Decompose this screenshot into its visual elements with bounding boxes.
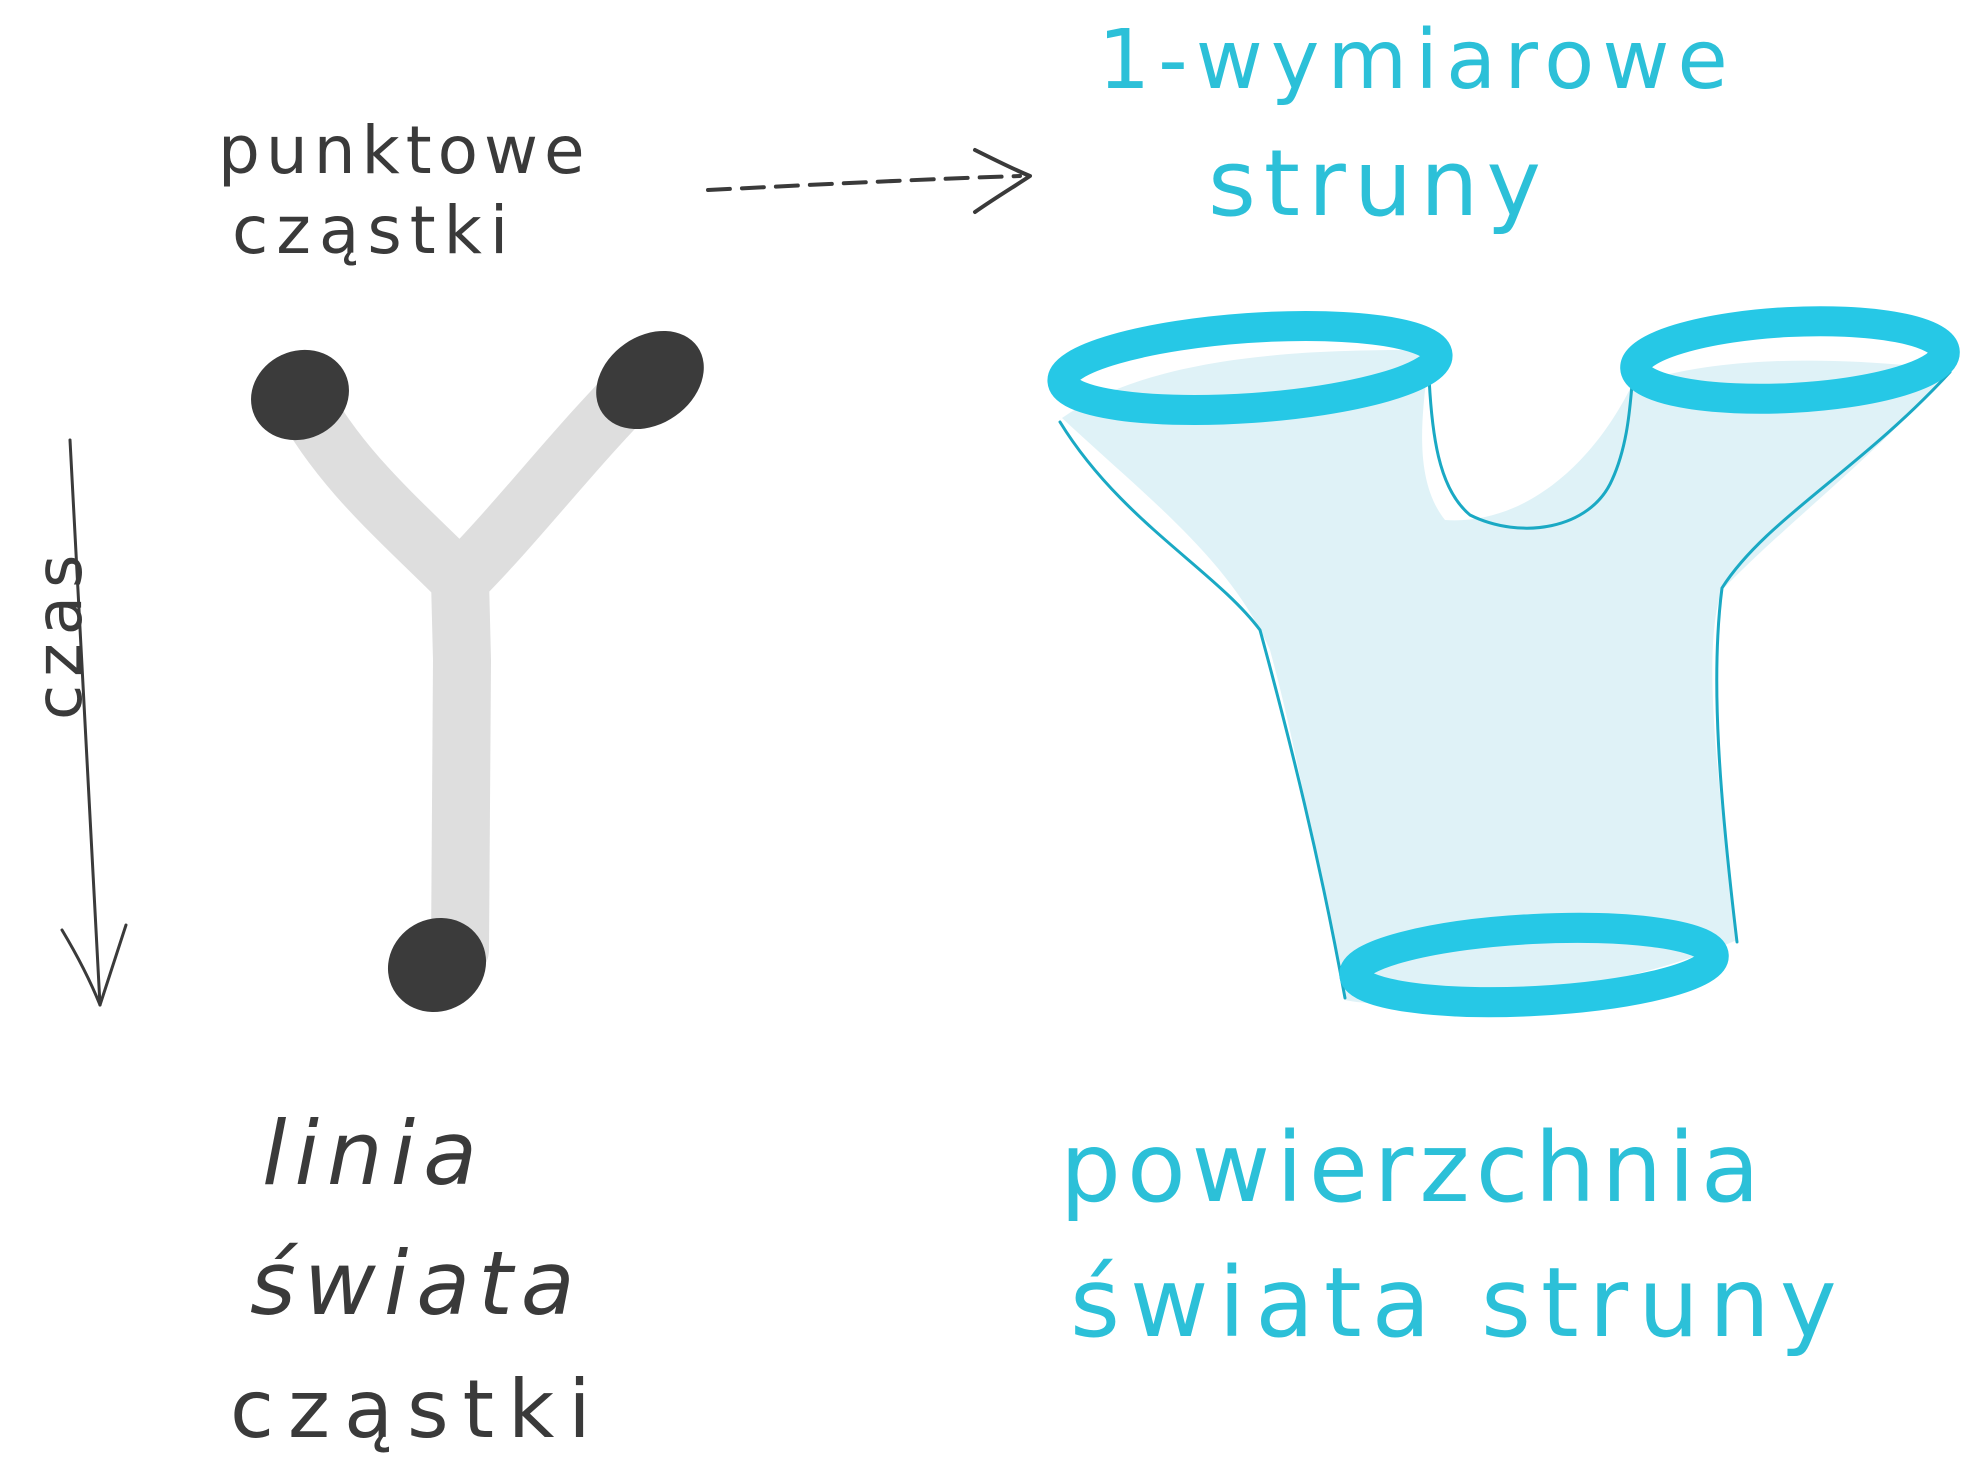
label-worldline-line1: linia [262, 1110, 485, 1198]
label-time-axis: czas [28, 547, 92, 720]
string-loop-top-right [1633, 314, 1947, 406]
label-worldline-line2: świata [250, 1240, 583, 1328]
label-point-particles-line2: cząstki [232, 198, 516, 264]
string-worldsheet [1060, 314, 1952, 1010]
label-worldsheet-line1: powierzchnia [1060, 1120, 1766, 1216]
label-worldsheet-line2: świata struny [1070, 1255, 1847, 1351]
particle-worldline [236, 311, 723, 1030]
time-arrow-icon [62, 440, 126, 1005]
label-worldline-line3: cząstki [230, 1370, 605, 1450]
label-strings-line2: struny [1208, 138, 1549, 230]
label-point-particles-line1: punktowe [218, 118, 591, 184]
worldline-gray-path [300, 372, 650, 950]
dashed-right-arrow-icon [708, 150, 1030, 212]
worldsheet-fill [1062, 350, 1952, 1004]
label-strings-line1: 1-wymiarowe [1098, 20, 1736, 102]
